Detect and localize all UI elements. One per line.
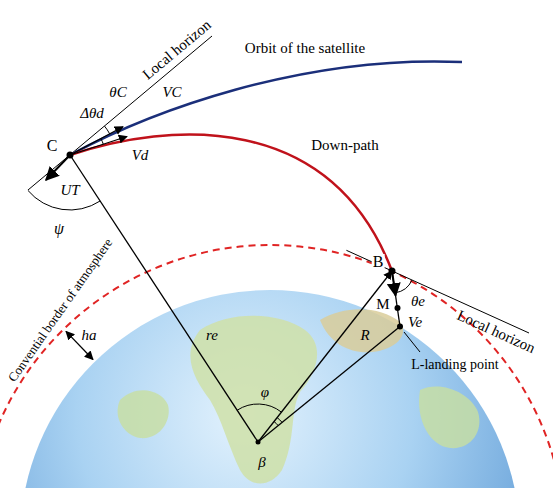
angle-label: θC — [109, 85, 126, 100]
angle-label: ψ — [54, 221, 64, 237]
atmosphere-label: Convential border of atmosphere — [5, 236, 114, 384]
local-horizon-line — [346, 250, 529, 333]
impulse-vector — [46, 155, 70, 180]
radius-line — [70, 155, 258, 442]
dimension-label: ha — [82, 328, 97, 343]
point-label: C — [47, 138, 58, 154]
angle-label: φ — [261, 385, 269, 400]
angle-arc — [274, 422, 278, 426]
radius-line — [258, 271, 392, 442]
vector-label: Vd — [132, 148, 149, 163]
angle-label: β — [258, 455, 265, 470]
land-mass — [190, 316, 317, 484]
land-mass — [118, 390, 169, 438]
horizon-label: Local horizon — [140, 17, 214, 82]
landing-label: L-landing point — [411, 358, 499, 372]
point-label: B — [372, 254, 385, 270]
angle-arc — [277, 418, 282, 423]
orbit-label: Orbit of the satellite — [245, 41, 365, 56]
leader-line — [404, 332, 420, 352]
radius-label: R — [360, 328, 369, 343]
point-dot — [389, 268, 396, 275]
center-point — [256, 440, 261, 445]
local-horizon-line — [28, 36, 212, 190]
down-path-curve — [70, 135, 392, 271]
radius-line — [258, 327, 400, 443]
angle-arc — [101, 139, 103, 145]
vector-label: Ve — [408, 315, 422, 330]
point-dot — [397, 324, 403, 330]
angle-arc — [395, 280, 412, 293]
point-dot — [395, 305, 401, 311]
land-mass — [320, 309, 403, 352]
point-label: M — [376, 297, 389, 312]
land-mass — [419, 386, 479, 448]
velocity-vector — [392, 271, 396, 296]
angle-arc — [105, 126, 110, 134]
velocity-vector — [70, 137, 127, 156]
path-label: Down-path — [311, 138, 379, 153]
earth-globe — [20, 290, 520, 488]
vector-label: UT — [60, 183, 79, 198]
angle-label: Δθd — [80, 106, 104, 121]
descent-line — [392, 271, 400, 327]
horizon-label: Local horizon — [455, 308, 537, 356]
angle-label: θe — [411, 294, 425, 309]
point-dot — [67, 152, 74, 159]
radius-label: re — [206, 328, 218, 343]
vector-label: VC — [162, 85, 181, 100]
angle-arc — [237, 404, 281, 412]
